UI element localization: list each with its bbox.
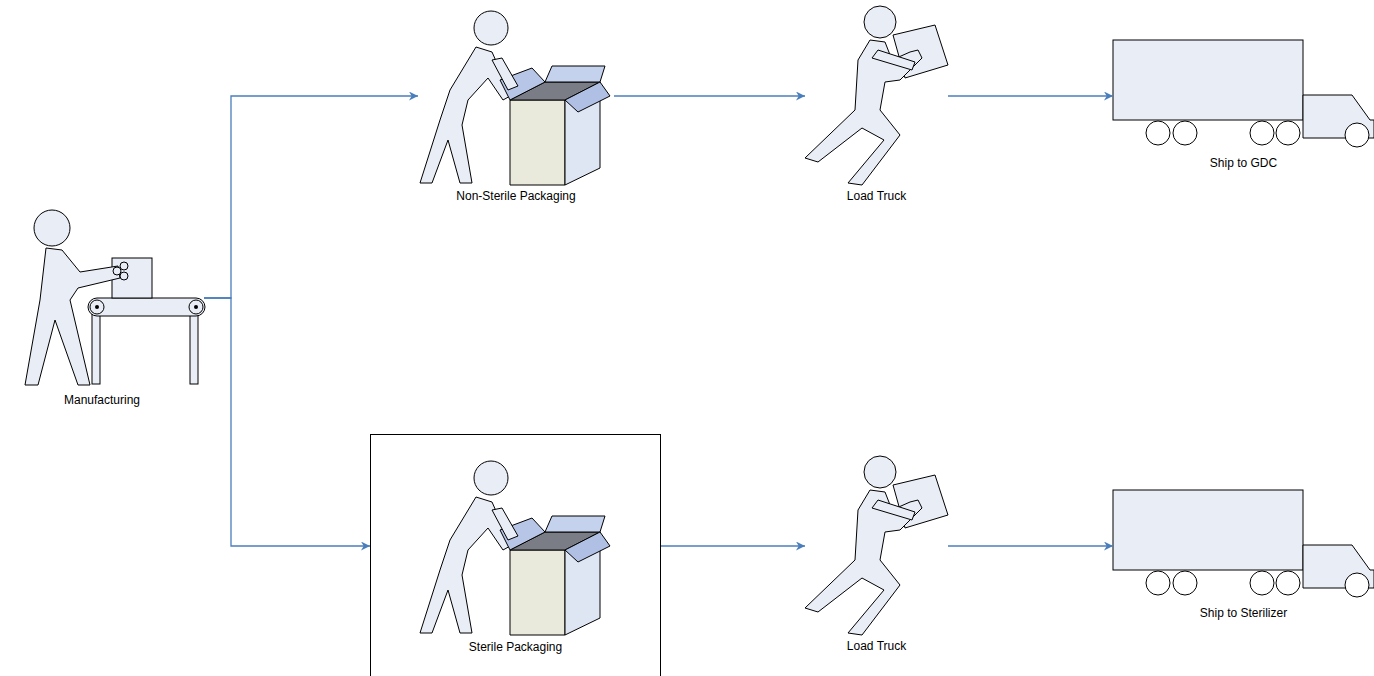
process-step: Load Truck xyxy=(805,458,948,658)
flow-arrow xyxy=(614,95,805,96)
machine-knob xyxy=(120,272,128,280)
step-label: Sterile Packaging xyxy=(371,640,660,654)
machine-knob xyxy=(113,267,121,275)
packer-figure xyxy=(420,461,610,635)
flow-arrow xyxy=(948,545,1113,546)
flow-arrow xyxy=(204,298,370,546)
truck-figure xyxy=(1113,40,1374,147)
person-head xyxy=(34,210,70,246)
step-label: Ship to Sterilizer xyxy=(1113,606,1374,620)
process-box: Sterile Packaging xyxy=(370,434,661,676)
packer-figure xyxy=(420,11,610,185)
flow-arrow xyxy=(204,96,418,298)
person-body xyxy=(25,248,120,385)
conveyor-roller xyxy=(90,300,104,314)
loader-figure xyxy=(805,456,948,635)
conveyor-leg xyxy=(190,314,198,384)
loader-figure xyxy=(805,6,948,185)
truck-figure xyxy=(1113,490,1374,597)
process-step: Load Truck xyxy=(805,8,948,208)
manufacturing-figure xyxy=(25,210,205,385)
process-step: Manufacturing xyxy=(0,205,204,405)
step-label: Load Truck xyxy=(805,189,948,203)
roller-axle xyxy=(194,305,198,309)
step-label: Load Truck xyxy=(805,639,948,653)
process-step: Ship to GDC xyxy=(1113,40,1374,175)
conveyor-belt xyxy=(88,298,205,316)
step-label: Ship to GDC xyxy=(1113,156,1374,170)
machine-knob xyxy=(120,262,128,270)
flow-arrow xyxy=(661,545,805,546)
flow-arrow xyxy=(948,95,1113,96)
step-label: Non-Sterile Packaging xyxy=(418,189,614,203)
step-label: Manufacturing xyxy=(0,393,204,407)
roller-axle xyxy=(95,305,99,309)
process-step: Ship to Sterilizer xyxy=(1113,490,1374,625)
conveyor-leg xyxy=(92,314,100,384)
process-step: Non-Sterile Packaging xyxy=(418,8,614,208)
conveyor-roller xyxy=(189,300,203,314)
